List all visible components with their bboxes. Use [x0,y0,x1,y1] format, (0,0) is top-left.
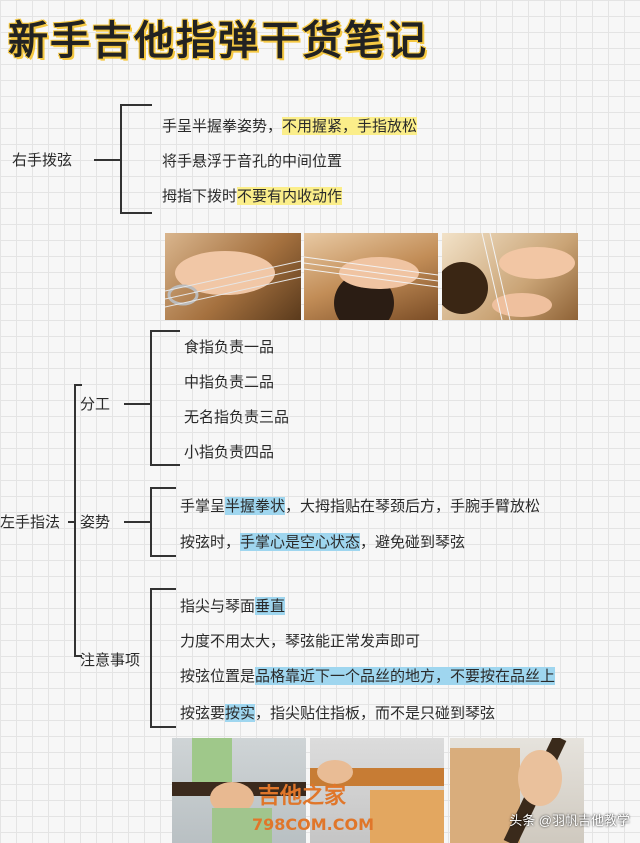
group-label-division: 分工 [80,394,110,414]
connector [94,159,120,161]
right-hand-label: 右手拨弦 [12,150,72,170]
page-title: 新手吉他指弹干货笔记 [8,8,428,66]
notes-item-2: 力度不用太大，琴弦能正常发声即可 [180,631,420,651]
group-label-notes: 注意事项 [80,650,140,670]
posture-item-1: 手掌呈半握拳状，大拇指贴在琴颈后方，手腕手臂放松 [180,496,540,516]
bracket-top [150,588,176,590]
left-hand-label: 左手指法 [0,512,60,532]
bracket [150,487,152,557]
right-hand-item-3: 拇指下拨时不要有内收动作 [162,186,342,206]
author-credit: 头条 @羽帆吉他教学 [509,810,630,829]
right-hand-item-2: 将手悬浮于音孔的中间位置 [162,151,342,171]
division-item-2: 中指负责二品 [184,372,274,392]
connector [124,521,150,523]
bracket-top [150,487,176,489]
bracket-bottom [150,555,176,557]
watermark-url: 798COM.COM [252,815,374,834]
bracket-top [74,384,82,386]
bracket-bottom [120,212,152,214]
bracket-top [150,330,180,332]
group-label-posture: 姿势 [80,512,110,532]
division-item-4: 小指负责四品 [184,442,274,462]
bracket-bottom [150,726,176,728]
photo-right-hand-3 [442,233,578,320]
watermark-logo: 吉他之家 [258,778,346,810]
bracket [150,588,152,728]
right-hand-item-1: 手呈半握拳姿势，不用握紧，手指放松 [162,116,417,136]
bracket [150,330,152,466]
photo-right-hand-2 [304,233,438,320]
posture-item-2: 按弦时，手掌心是空心状态，避免碰到琴弦 [180,532,465,552]
bracket [74,384,76,656]
bracket [120,104,122,214]
bracket-bottom [150,464,180,466]
notes-item-1: 指尖与琴面垂直 [180,596,285,616]
connector [124,403,150,405]
bracket-top [120,104,152,106]
division-item-1: 食指负责一品 [184,337,274,357]
division-item-3: 无名指负责三品 [184,407,289,427]
notes-item-4: 按弦要按实，指尖贴住指板，而不是只碰到琴弦 [180,703,495,723]
notes-item-3: 按弦位置是品格靠近下一个品丝的地方，不要按在品丝上 [180,666,555,686]
photo-right-hand-1 [165,233,301,320]
